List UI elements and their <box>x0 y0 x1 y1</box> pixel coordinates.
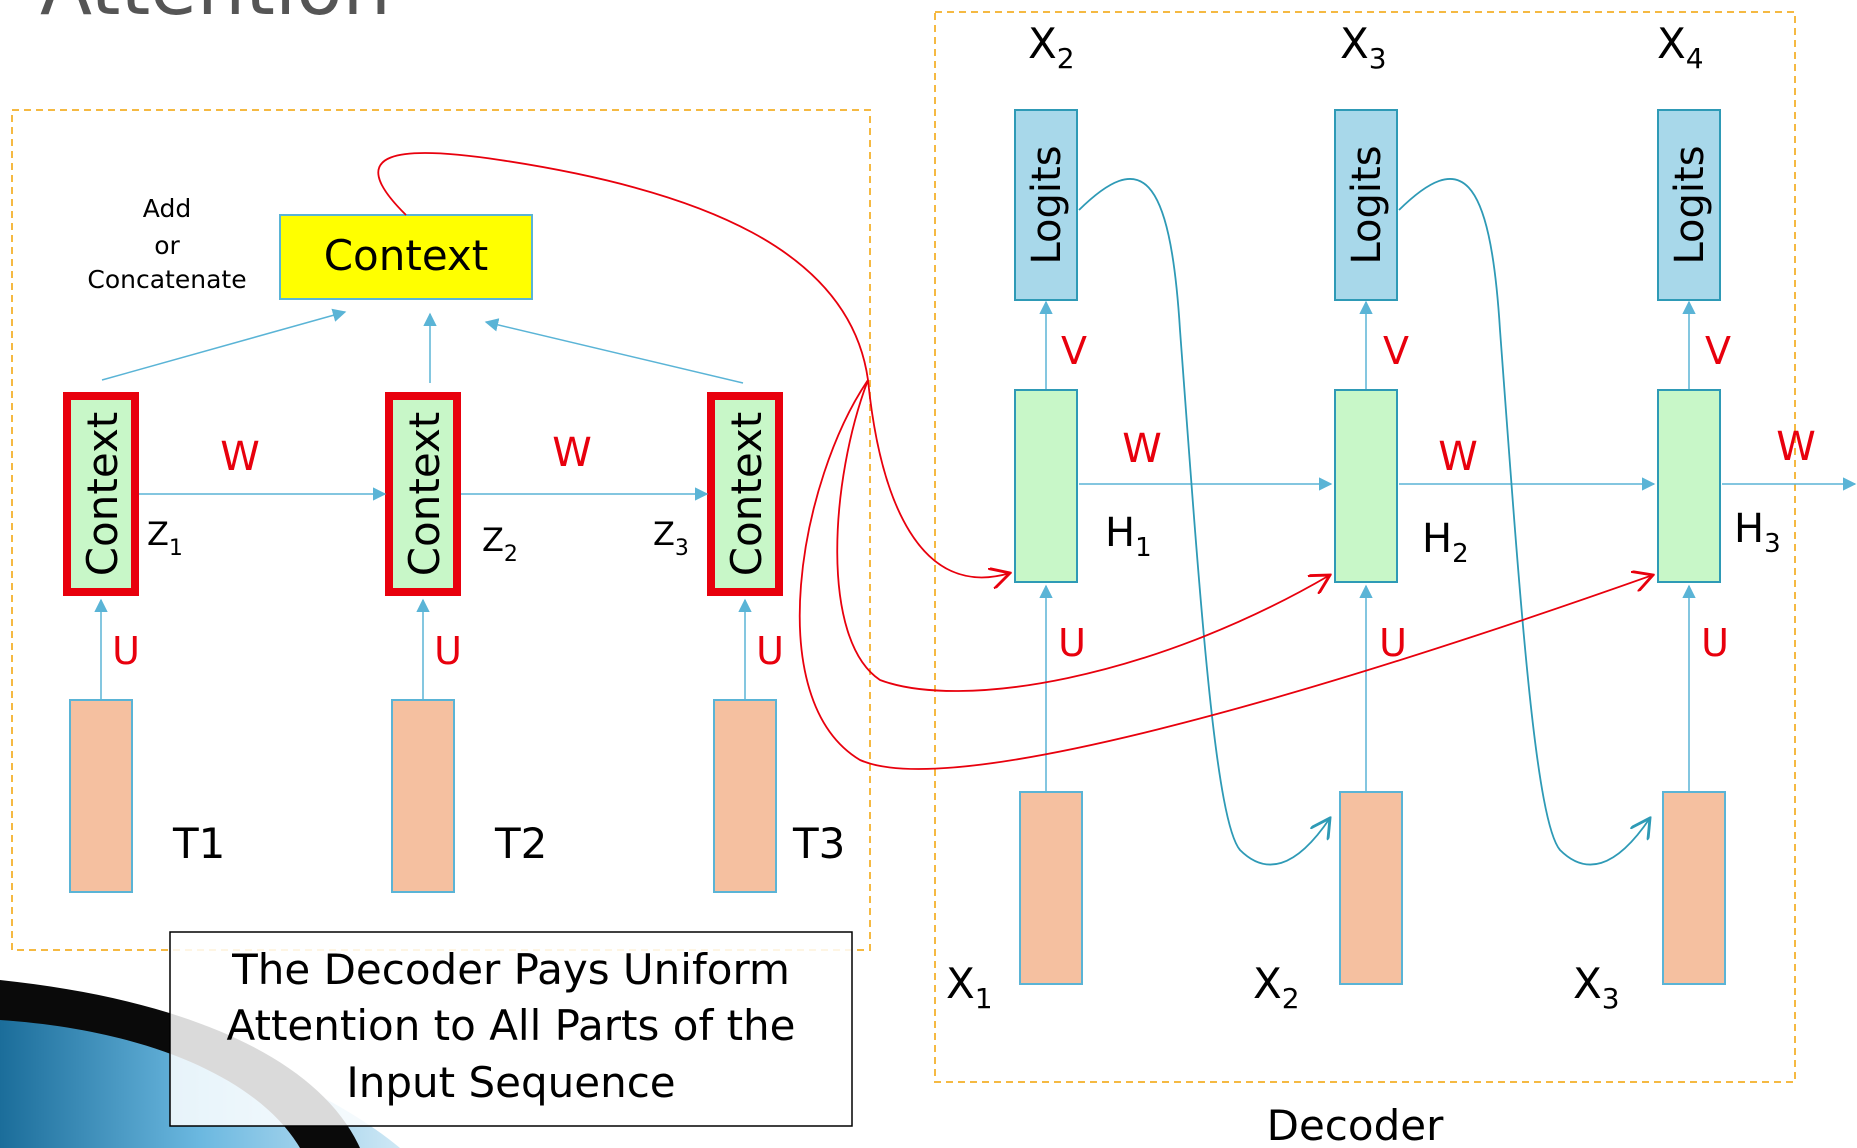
decoder-hidden-label-3: H3 <box>1734 506 1781 559</box>
decoder-v-label-1: V <box>1061 329 1087 373</box>
feedback-arrow-1 <box>1078 178 1330 866</box>
encoder-cell-label: Context <box>78 412 127 577</box>
encoder-cell-label: Context <box>400 412 449 577</box>
decoder-input-label-3: X3 <box>1573 959 1620 1015</box>
encoder-input-3 <box>713 699 777 893</box>
logits-box-1: Logits <box>1014 109 1078 301</box>
attention-arrow-2 <box>836 379 1330 692</box>
encoder-input-2 <box>391 699 455 893</box>
logits-label: Logits <box>1344 145 1390 264</box>
caption-line1: The Decoder Pays Uniform <box>231 945 790 994</box>
decoder-u-label-1: U <box>1058 621 1086 665</box>
decoder-w-label-2: W <box>1438 434 1478 480</box>
logits-label: Logits <box>1024 145 1070 264</box>
decoder-output-label-3: X4 <box>1657 19 1704 75</box>
decoder-input-label-2: X2 <box>1253 959 1300 1015</box>
logits-box-3: Logits <box>1657 109 1721 301</box>
decoder-hidden-label-1: H1 <box>1105 510 1152 563</box>
decoder-u-label-3: U <box>1701 621 1729 665</box>
encoder-cell-label: Context <box>722 412 771 577</box>
decoder-w-label-1: W <box>1122 426 1162 472</box>
decoder-hidden-label-2: H2 <box>1422 516 1469 569</box>
decoder-input-2 <box>1339 791 1403 985</box>
attention-arrow-1 <box>377 152 1010 577</box>
decoder-hidden-cell-3 <box>1657 389 1721 583</box>
context-arrow-from-3 <box>484 318 744 384</box>
caption-line2: Attention to All Parts of the <box>226 1001 795 1050</box>
decoder-u-label-2: U <box>1379 621 1407 665</box>
svg-text:Z2: Z2 <box>482 521 518 567</box>
encoder-cell-2: Context <box>385 392 461 596</box>
encoder-input-label-1: T1 <box>172 819 225 868</box>
decoder-input-3 <box>1662 791 1726 985</box>
decoder-hidden-cell-2 <box>1334 389 1398 583</box>
decoder-input-label-1: X1 <box>946 959 993 1015</box>
context-summary-box <box>279 214 533 300</box>
encoder-hidden-label-1: Z1 <box>147 515 183 561</box>
decoder-v-label-3: V <box>1705 329 1731 373</box>
context-summary-label: Context <box>324 231 489 280</box>
decoder-region-label: Decoder <box>1267 1101 1444 1148</box>
feedback-arrow-2 <box>1398 178 1650 866</box>
encoder-hidden-label-3: Z3 <box>653 515 689 561</box>
decoder-output-label-1: X2 <box>1028 19 1075 75</box>
caption-box <box>169 931 853 1127</box>
encoder-input-1 <box>69 699 133 893</box>
encoder-input-label-2: T2 <box>494 819 547 868</box>
combine-note-line1: Add <box>143 194 191 223</box>
attention-arrow-3 <box>798 379 1653 770</box>
encoder-hidden-label-2: Z2 <box>482 521 518 567</box>
svg-text:Z3: Z3 <box>653 515 689 561</box>
encoder-w-label-1: W <box>220 434 260 480</box>
encoder-cell-1: Context <box>63 392 139 596</box>
encoder-cell-3: Context <box>707 392 783 596</box>
svg-text:Z1: Z1 <box>147 515 183 561</box>
decoder-input-1 <box>1019 791 1083 985</box>
encoder-u-label-3: U <box>756 629 784 673</box>
encoder-u-label-2: U <box>434 629 462 673</box>
encoder-input-label-3: T3 <box>792 819 845 868</box>
encoder-w-label-2: W <box>552 430 592 476</box>
decoder-v-label-2: V <box>1383 329 1409 373</box>
decoder-region <box>934 11 1796 1083</box>
combine-note-line3: Concatenate <box>87 265 246 294</box>
slide-title: Attention <box>40 0 391 32</box>
logits-label: Logits <box>1667 145 1713 264</box>
decoder-output-label-2: X3 <box>1340 19 1387 75</box>
encoder-u-label-1: U <box>112 629 140 673</box>
combine-note-line2: or <box>154 231 180 260</box>
decoder-hidden-cell-1 <box>1014 389 1078 583</box>
caption-line3: Input Sequence <box>346 1058 675 1107</box>
context-arrow-from-1 <box>101 308 347 381</box>
decoder-w-label-3: W <box>1776 424 1816 470</box>
logits-box-2: Logits <box>1334 109 1398 301</box>
